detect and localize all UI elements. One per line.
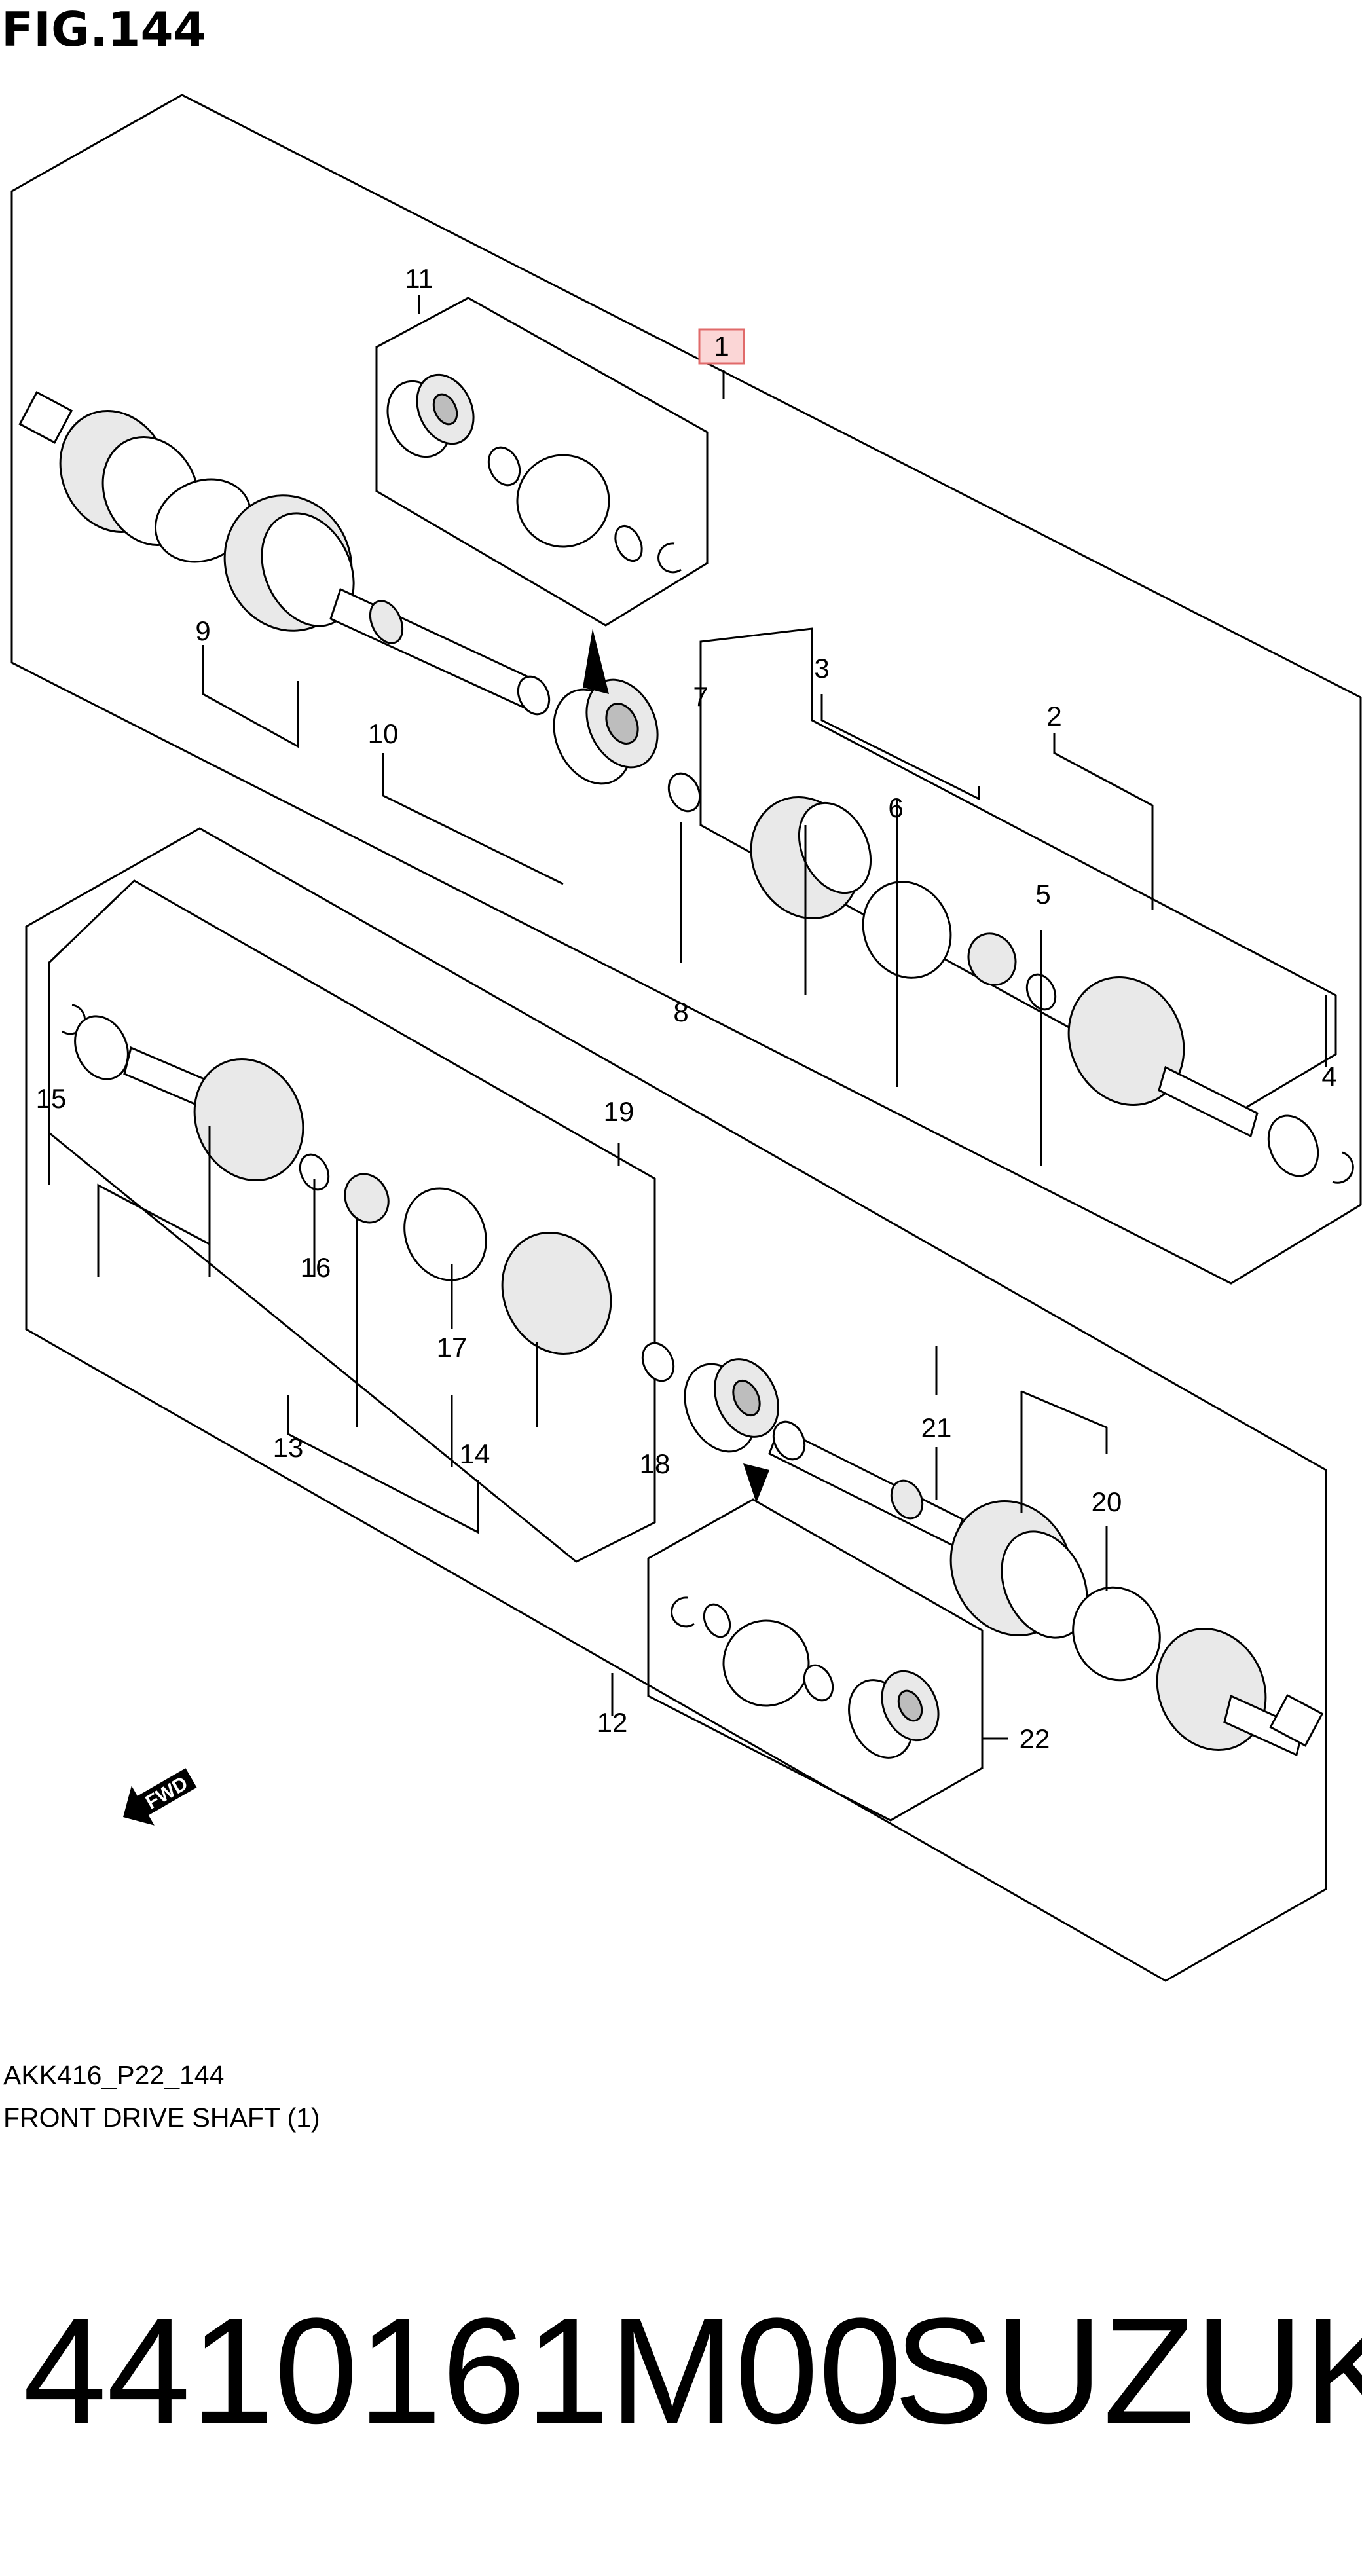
fwd-label: FWD <box>142 1773 192 1814</box>
upper-bearing <box>553 629 659 785</box>
callout-1-label: 1 <box>714 331 729 361</box>
lower-shaft <box>768 1420 964 1547</box>
diagram-name: FRONT DRIVE SHAFT (1) <box>3 2103 320 2133</box>
callout-11-label[interactable]: 11 <box>405 263 433 294</box>
upper-assembly <box>10 94 1362 1285</box>
kit-11-parts <box>386 373 682 574</box>
callout-16-label[interactable]: 16 <box>301 1252 331 1283</box>
callout-10-label[interactable]: 10 <box>368 718 399 749</box>
upper-shaft <box>329 587 551 716</box>
brand-name: SUZUKI <box>894 2287 1362 2455</box>
inner-joint-set-lower-frame <box>48 879 656 1563</box>
kit-22-parts <box>671 1596 940 1759</box>
upper-assembly-frame <box>10 94 1362 1285</box>
diagram-code: AKK416_P22_144 <box>3 2060 224 2090</box>
kit-22-frame <box>647 1498 984 1822</box>
part-number: 4410161M00 <box>23 2287 902 2455</box>
kit-11-frame <box>375 297 709 627</box>
callout-18-label[interactable]: 18 <box>640 1448 671 1479</box>
upper-bearing-arrow <box>583 629 609 694</box>
lower-bearing <box>684 1358 779 1503</box>
inner-joint-set-parts <box>667 772 1354 1184</box>
upper-outer-joint <box>18 391 355 632</box>
lower-inner-joint <box>62 1004 675 1382</box>
callout-4-label[interactable]: 4 <box>1321 1061 1336 1092</box>
lower-assembly <box>25 827 1327 1982</box>
lower-assembly-frame <box>25 827 1327 1982</box>
forward-arrow-icon: FWD <box>123 1768 197 1826</box>
callout-22-label[interactable]: 22 <box>1020 1723 1050 1754</box>
callout-6-label[interactable]: 6 <box>888 792 903 823</box>
callout-5-label[interactable]: 5 <box>1035 879 1050 910</box>
callout-3-label[interactable]: 3 <box>814 653 829 684</box>
callout-12-label[interactable]: 12 <box>597 1707 628 1738</box>
callout-17-label[interactable]: 17 <box>437 1332 468 1363</box>
callout-1-highlight <box>698 328 745 365</box>
callout-1[interactable]: 1 <box>698 328 745 365</box>
callout-8-label[interactable]: 8 <box>673 997 688 1027</box>
callout-15-label[interactable]: 15 <box>36 1083 67 1114</box>
callout-19-label[interactable]: 19 <box>604 1096 635 1127</box>
callout-21-label[interactable]: 21 <box>921 1412 952 1443</box>
callout-13-label[interactable]: 13 <box>273 1432 304 1463</box>
callout-14-label[interactable]: 14 <box>460 1439 490 1469</box>
callout-2-label[interactable]: 2 <box>1046 701 1061 731</box>
figure-title: FIG.144 <box>1 2 206 57</box>
callout-7-label[interactable]: 7 <box>693 681 708 712</box>
callout-20-label[interactable]: 20 <box>1092 1486 1122 1517</box>
callout-9-label[interactable]: 9 <box>195 616 210 646</box>
lower-outer-joint <box>949 1500 1324 1757</box>
lower-bearing-arrow <box>743 1463 769 1503</box>
